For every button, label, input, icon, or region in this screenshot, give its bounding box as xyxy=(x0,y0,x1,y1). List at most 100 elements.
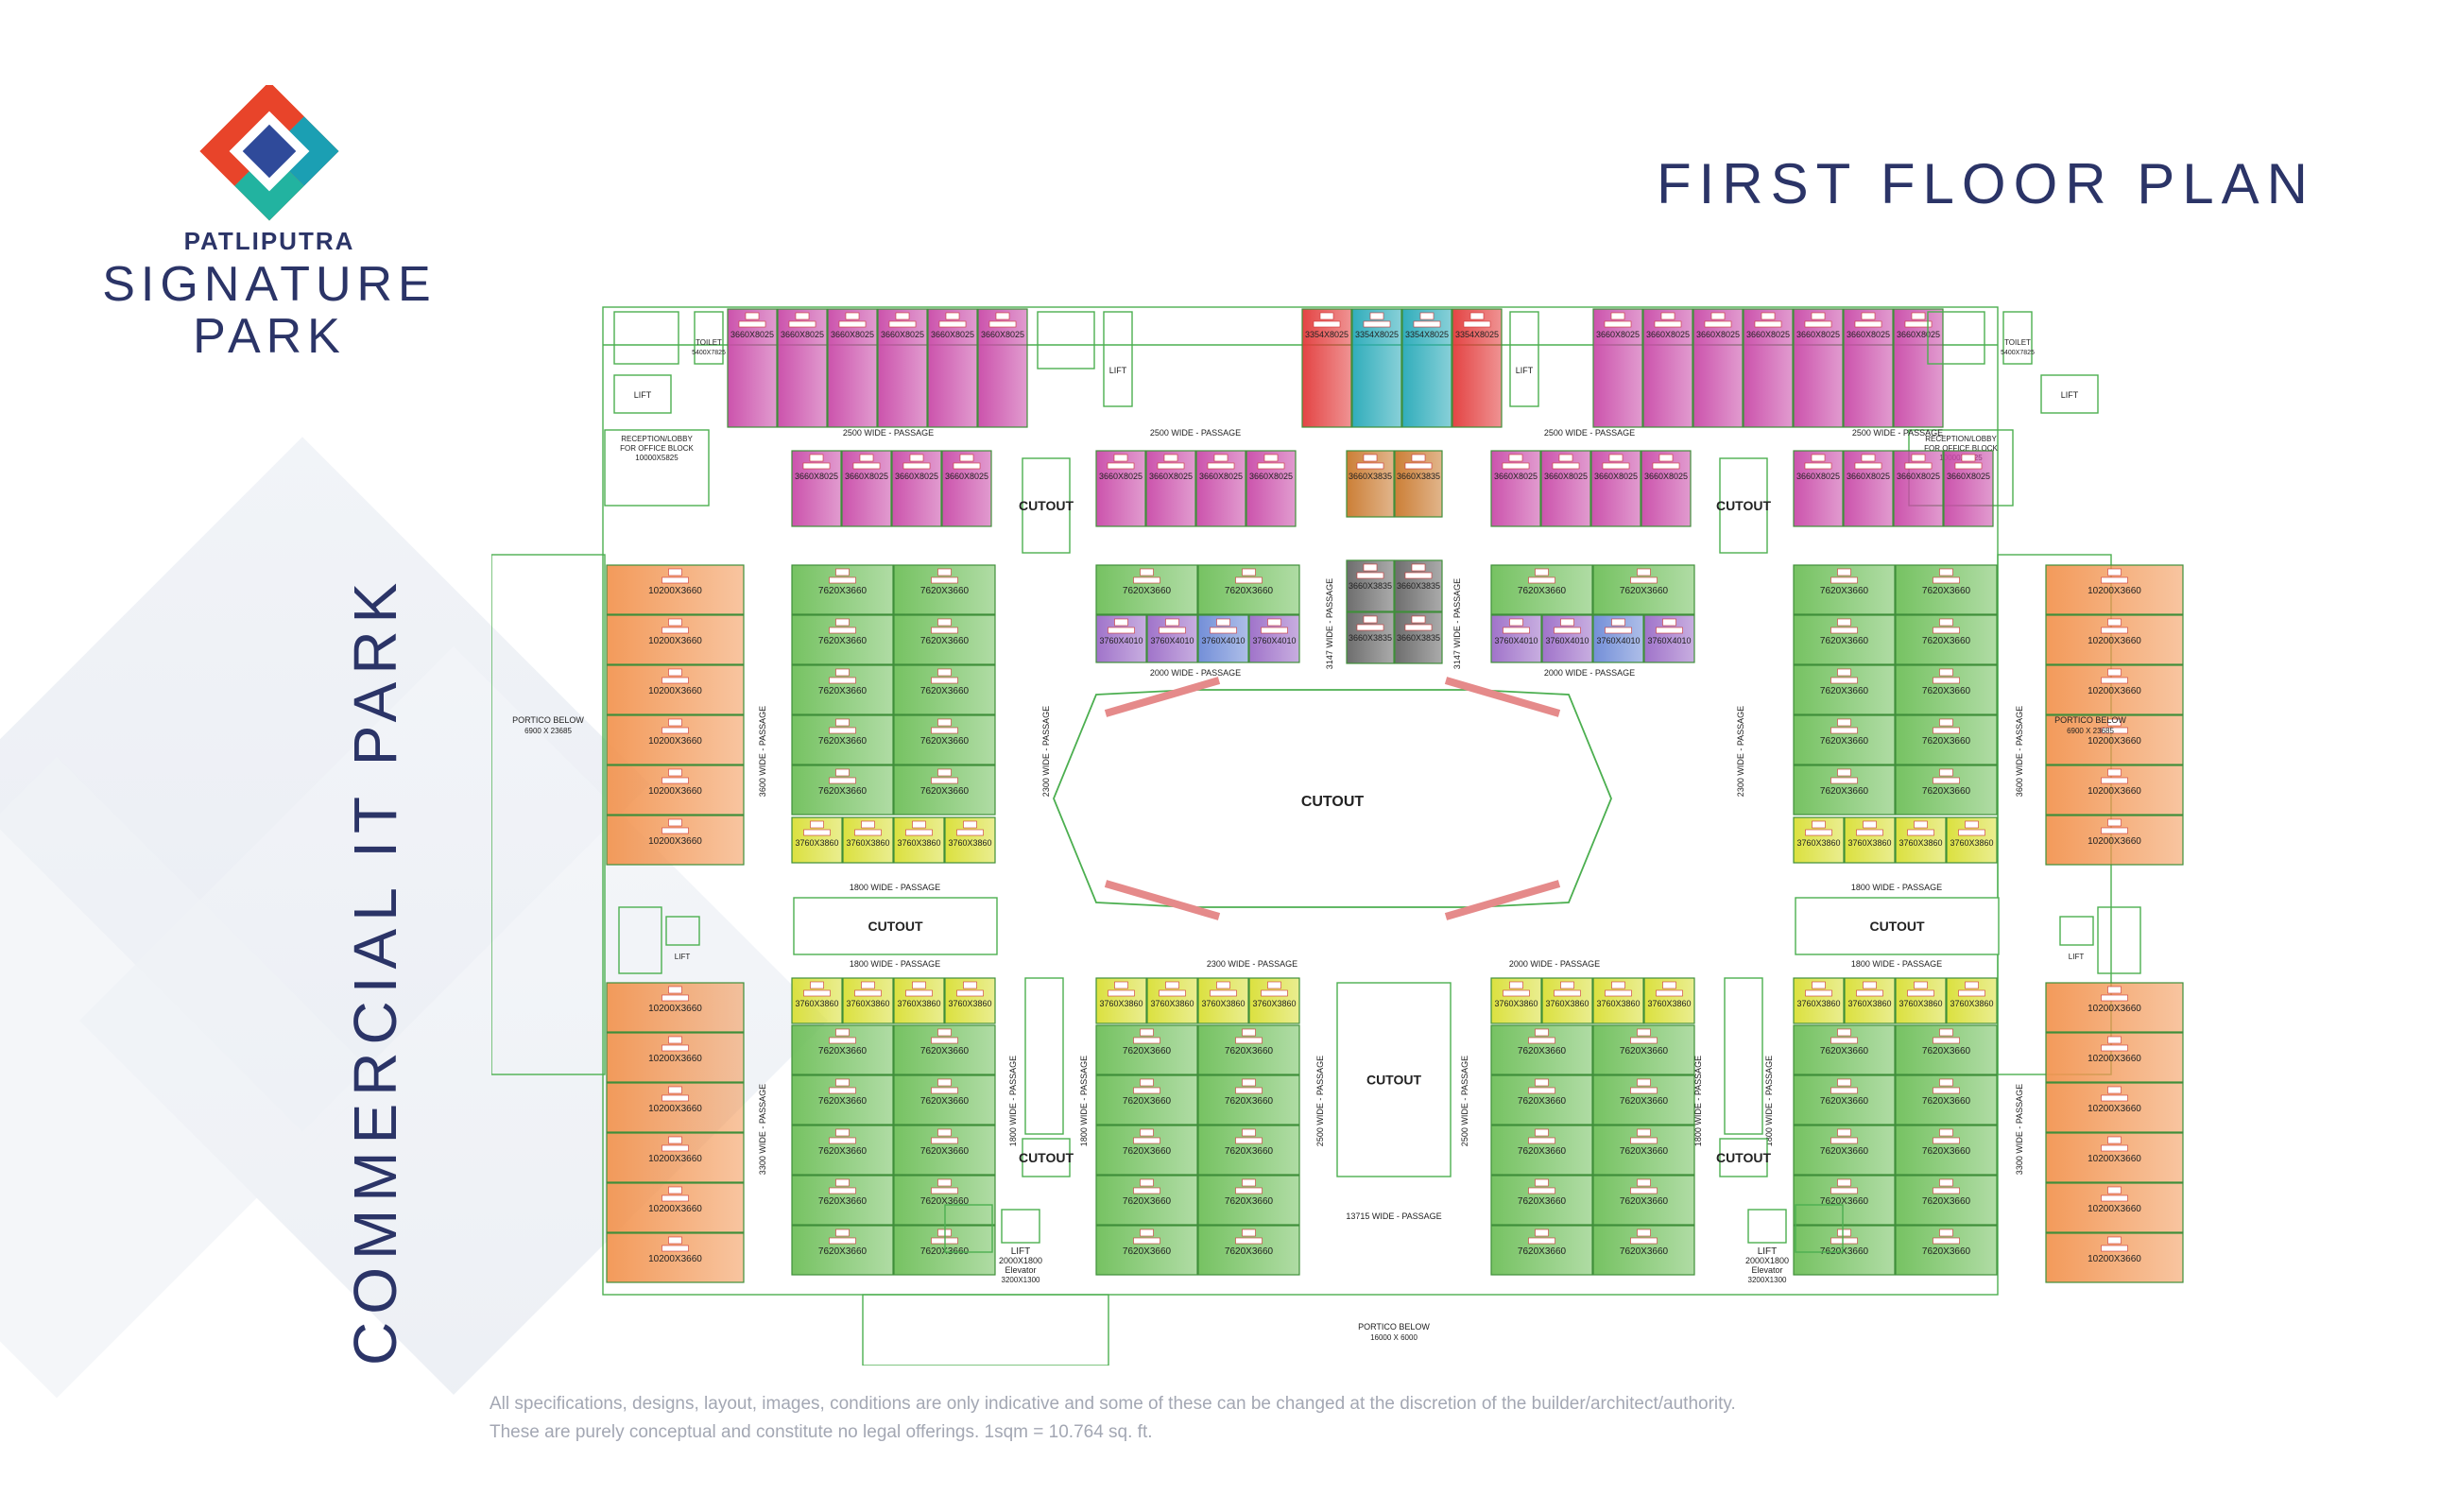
shop-number-tag xyxy=(795,312,810,320)
shop-dimension-label: 3660X8025 xyxy=(1494,472,1538,481)
shop-number-tag xyxy=(668,718,682,727)
shop-number-tag xyxy=(810,820,824,829)
reception-left xyxy=(604,429,710,507)
shop-number-tag xyxy=(1637,1078,1651,1087)
shop-code-tag xyxy=(1356,462,1384,470)
shop-number-tag xyxy=(1837,618,1851,627)
shop-number-tag xyxy=(1812,981,1826,989)
shop-code-tag xyxy=(829,1187,856,1194)
shop-dimension-label: 10200X3660 xyxy=(2088,586,2141,596)
shop-unit xyxy=(727,308,778,428)
shop-code-tag xyxy=(1856,829,1883,836)
shop-number-tag xyxy=(1861,454,1876,462)
shop-number-tag xyxy=(859,454,874,462)
central-atrium-label: CUTOUT xyxy=(1301,794,1365,810)
shop-number-tag xyxy=(1113,454,1128,462)
shop-dimension-label: 10200X3660 xyxy=(2088,1054,2141,1064)
portico-right-label: PORTICO BELOW xyxy=(2054,715,2126,725)
shop-code-tag xyxy=(829,727,856,734)
shop-unit xyxy=(1490,614,1542,663)
shop-number-tag xyxy=(1939,1078,1953,1087)
shop-dimension-label: 7620X3660 xyxy=(1820,1096,1869,1107)
shop-code-tag xyxy=(2101,1094,2128,1102)
shop-code-tag xyxy=(1235,576,1263,584)
shop-code-tag xyxy=(838,320,867,328)
shop-dimension-label: 3760X3860 xyxy=(1201,999,1245,1008)
shop-code-tag xyxy=(1630,1087,1658,1094)
shop-dimension-label: 7620X3660 xyxy=(920,1146,970,1157)
reception-right-line2: FOR OFFICE BLOCK xyxy=(1924,444,1998,453)
escalator-lower-right xyxy=(1724,977,1763,1135)
shop-unit xyxy=(1592,614,1644,663)
shop-dimension-label: 10200X3660 xyxy=(648,1254,702,1264)
shop-number-tag xyxy=(835,668,850,677)
shop-dimension-label: 3660X8025 xyxy=(1199,472,1243,481)
shop-unit xyxy=(977,308,1028,428)
shop-dimension-label: 3660X8025 xyxy=(1696,330,1740,339)
shop-code-tag xyxy=(1830,1037,1858,1044)
shop-dimension-label: 7620X3660 xyxy=(920,586,970,596)
portico-left-zone xyxy=(491,554,606,1075)
shop-dimension-label: 10200X3660 xyxy=(2088,1154,2141,1164)
toilet-left-size: 5400X7825 xyxy=(692,350,726,356)
passage-label-1800-left-2: 1800 WIDE - PASSAGE xyxy=(850,959,940,969)
shop-number-tag xyxy=(1939,1028,1953,1037)
shop-number-tag xyxy=(1216,618,1230,627)
shop-dimension-label: 7620X3660 xyxy=(818,1046,868,1057)
disclaimer-line-2: These are purely conceptual and constitu… xyxy=(490,1422,1153,1442)
shop-dimension-label: 7620X3660 xyxy=(1123,586,1172,596)
shop-number-tag xyxy=(937,1178,952,1187)
shop-number-tag xyxy=(937,1078,952,1087)
shop-number-tag xyxy=(945,312,960,320)
toilet-right-box xyxy=(2002,311,2033,365)
passage-label-top-2: 2500 WIDE - PASSAGE xyxy=(1150,428,1241,438)
shop-code-tag xyxy=(1830,1137,1858,1144)
shop-code-tag xyxy=(956,829,984,836)
shop-code-tag xyxy=(1958,829,1985,836)
shop-dimension-label: 3660X8025 xyxy=(1746,330,1790,339)
lift-top-mid-right-label: LIFT xyxy=(1516,366,1534,375)
shop-code-tag xyxy=(854,829,882,836)
shop-dimension-label: 3760X3860 xyxy=(897,838,940,848)
shop-code-tag xyxy=(931,727,958,734)
shop-number-tag xyxy=(1662,618,1676,627)
cutout-lower-center-label: CUTOUT xyxy=(1366,1073,1422,1088)
shop-dimension-label: 3760X3860 xyxy=(1899,999,1942,1008)
shop-code-tag xyxy=(1630,576,1658,584)
shop-dimension-label: 10200X3660 xyxy=(648,836,702,847)
shop-number-tag xyxy=(1939,1128,1953,1137)
shop-number-tag xyxy=(1411,615,1426,624)
lift-mid-left-label: LIFT xyxy=(675,953,691,961)
shop-number-tag xyxy=(1863,820,1877,829)
shop-code-tag xyxy=(662,1245,689,1252)
shop-number-tag xyxy=(1811,454,1826,462)
shop-code-tag xyxy=(829,627,856,634)
reception-left-line1: RECEPTION/LOBBY xyxy=(621,435,693,443)
shop-code-tag xyxy=(662,1194,689,1202)
shop-number-tag xyxy=(1140,1028,1154,1037)
shop-dimension-label: 3760X4010 xyxy=(1647,636,1691,645)
shop-unit xyxy=(841,450,892,527)
shop-dimension-label: 3660X8025 xyxy=(1149,472,1193,481)
shop-dimension-label: 3760X3860 xyxy=(1950,838,1993,848)
shop-unit xyxy=(1490,450,1541,527)
shop-number-tag xyxy=(2107,718,2122,727)
shop-code-tag xyxy=(1656,989,1683,997)
shop-dimension-label: 7620X3660 xyxy=(920,736,970,747)
stair-mid-left xyxy=(618,906,662,974)
passage-label-bottom: 13715 WIDE - PASSAGE xyxy=(1346,1211,1441,1221)
stair-bottom-right xyxy=(1795,1204,1844,1253)
shop-code-tag xyxy=(1656,627,1683,634)
shop-unit xyxy=(927,308,978,428)
shop-code-tag xyxy=(1907,989,1934,997)
passage-label-v2300-left: 2300 WIDE - PASSAGE xyxy=(1041,706,1051,797)
shop-code-tag xyxy=(1605,989,1632,997)
shop-code-tag xyxy=(1503,989,1530,997)
lift-left-box xyxy=(613,374,672,414)
passage-label-v3600-left: 3600 WIDE - PASSAGE xyxy=(758,706,767,797)
shop-dimension-label: 3660X8025 xyxy=(1646,330,1690,339)
shop-number-tag xyxy=(1710,312,1726,320)
shop-number-tag xyxy=(835,1128,850,1137)
shop-unit xyxy=(606,815,745,866)
shop-code-tag xyxy=(1108,627,1135,634)
